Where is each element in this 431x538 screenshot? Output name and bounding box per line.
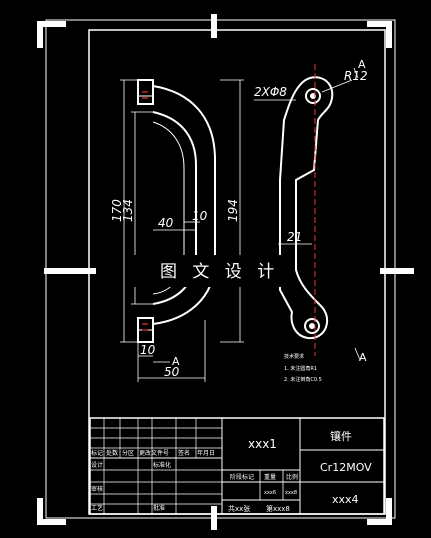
dim-194: 194 (226, 199, 240, 222)
sheet-code: xxx4 (332, 493, 359, 506)
label-design: 设计 (91, 461, 103, 469)
dim-134: 134 (121, 199, 135, 222)
label-process: 工艺 (91, 504, 103, 512)
label-standard: 标准化 (153, 461, 171, 469)
header-zone: 分区 (122, 449, 134, 457)
label-approve: 批准 (153, 504, 165, 512)
value-scale: xxx8 (285, 490, 297, 496)
label-check: 审核 (91, 485, 103, 493)
dim-40: 40 (158, 216, 174, 230)
header-date: 年月日 (197, 449, 215, 457)
label-scale: 比例 (286, 473, 298, 481)
header-qty: 处数 (106, 449, 118, 457)
value-weight: xxx6 (264, 490, 276, 496)
front-view-holes (142, 91, 148, 331)
part-name: 镶件 (330, 429, 352, 443)
dim-10-mid: 10 (192, 209, 208, 223)
technical-notes: 技术要求 1. 未注圆角R1 2. 未注倒角C0.5 (284, 353, 322, 383)
material: Cr12MOV (320, 461, 372, 474)
label-stage: 阶段标记 (230, 473, 254, 481)
footer-sheets-total: 共xx张 (228, 504, 250, 513)
header-sign: 签名 (178, 449, 190, 457)
dim-170: 170 (110, 199, 124, 222)
header-mark: 标记 (91, 449, 103, 457)
dim-50: 50 (164, 365, 180, 379)
dim-10-bottom: 10 (140, 343, 156, 357)
section-label-a-left: A (172, 355, 180, 368)
label-weight: 重量 (264, 473, 276, 481)
footer-sheet-index: 第xxx8 (266, 504, 290, 513)
section-label-a-top: A (358, 58, 366, 71)
front-view (137, 79, 216, 343)
side-view-dimensions (254, 67, 361, 361)
header-doc: 更改文件号 (139, 449, 169, 457)
watermark-text: 图 文 设 计 (160, 262, 279, 282)
title-block (89, 417, 385, 515)
drawing-number: xxx1 (248, 437, 277, 451)
dim-r12: R12 (344, 69, 368, 83)
watermark-band (134, 255, 284, 287)
section-label-a-bottom: A (359, 351, 367, 364)
dim-2x-hole: 2XΦ8 (254, 85, 287, 99)
svg-text:1. 未注圆角R1: 1. 未注圆角R1 (284, 365, 317, 372)
dim-21: 21 (287, 230, 302, 244)
svg-text:2. 未注倒角C0.5: 2. 未注倒角C0.5 (284, 376, 322, 383)
svg-text:技术要求: 技术要求 (284, 353, 304, 360)
side-view (279, 76, 334, 340)
